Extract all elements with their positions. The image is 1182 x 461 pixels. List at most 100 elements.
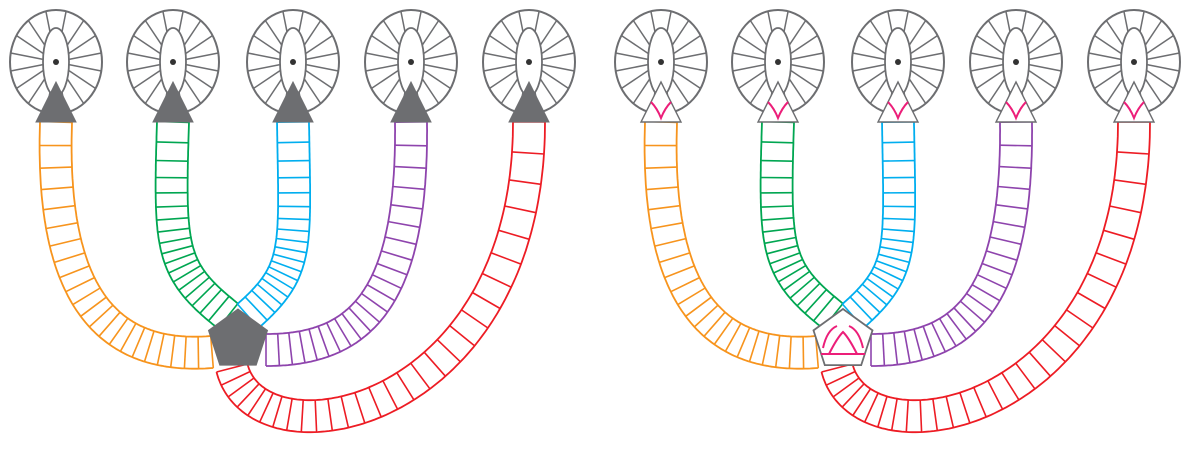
green-strand-panel-right-rung <box>761 206 793 207</box>
red-strand-panel-right-rung <box>1002 373 1019 400</box>
red-strand-panel-left-rung <box>505 206 536 213</box>
head-3-panel-left-center-dot <box>290 59 296 65</box>
red-strand-panel-left-rung <box>260 393 273 422</box>
red-strand-panel-left-rail-a <box>248 122 514 400</box>
red-strand-panel-left-rung <box>437 340 460 362</box>
orange-strand-panel-right-rung <box>665 266 695 278</box>
red-strand-panel-left-rung <box>397 373 414 400</box>
cyan-strand-panel-left-rung <box>277 229 309 231</box>
orange-strand-panel-right-rung <box>678 288 705 305</box>
head-4-panel-left-center-dot <box>408 59 414 65</box>
cyan-strand-panel-left-rung <box>262 278 288 297</box>
cyan-strand-panel-left-rung <box>273 254 304 262</box>
orange-strand-panel-right-rung <box>776 336 780 368</box>
purple-strand-panel-left-rung <box>327 323 341 352</box>
red-strand-panel-right-rung <box>865 393 878 422</box>
purple-strand-panel-left-rung <box>309 329 317 360</box>
head-2-panel-right <box>732 10 824 122</box>
orange-strand-panel-right-rung <box>659 253 690 263</box>
green-strand-panel-right <box>761 122 843 329</box>
cyan-strand-panel-right-rail-b <box>864 122 916 328</box>
red-strand-panel-right-rung <box>960 393 970 423</box>
green-strand-panel-left <box>156 122 238 329</box>
purple-strand-panel-right <box>871 122 1032 366</box>
green-strand-panel-left-rung <box>160 238 191 244</box>
head-4-panel-right-center-dot <box>1013 59 1019 65</box>
purple-strand-panel-left-rung <box>289 333 293 365</box>
orange-strand-panel-right-rung <box>648 206 680 210</box>
red-strand-panel-left-rung <box>369 387 381 417</box>
orange-strand-panel-right-rung <box>762 334 769 365</box>
purple-strand-panel-right-rung <box>993 222 1025 228</box>
orange-strand-panel-right-rung <box>803 337 804 369</box>
green-strand-panel-right-rung <box>763 228 795 232</box>
cyan-strand-panel-left-rung <box>278 218 310 219</box>
green-strand-panel-left-rung <box>156 206 188 207</box>
purple-strand-panel-left-rung <box>385 237 416 244</box>
purple-strand-panel-left-rung <box>393 187 425 190</box>
red-strand-panel-right-rung <box>906 400 908 432</box>
cyan-strand-panel-right-rung <box>881 239 913 243</box>
cyan-strand-panel-right-rung <box>883 218 915 219</box>
purple-strand-panel-right-rung <box>999 167 1031 169</box>
cyan-strand-panel-right-rung <box>880 247 912 253</box>
red-strand-panel-right-rung <box>1087 274 1116 288</box>
red-strand-panel-left-rung <box>472 293 500 309</box>
red-strand-panel-left-rung <box>341 396 348 427</box>
hub-panel-right-pentagon <box>814 309 873 365</box>
red-strand-panel-right-rung <box>892 399 897 431</box>
red-strand-panel-right-rung <box>1117 152 1149 154</box>
panel-left <box>10 10 575 432</box>
head-3-panel-left <box>247 10 339 122</box>
red-strand-panel-left-rung <box>411 363 430 389</box>
purple-strand-panel-left-rung <box>318 326 329 356</box>
purple-strand-panel-left-rung <box>278 334 280 366</box>
purple-strand-panel-right-rung <box>972 285 1000 301</box>
hub-panel-right <box>814 309 873 365</box>
red-strand-panel-left-rung <box>509 180 541 184</box>
red-strand-panel-right-rung <box>1096 253 1126 264</box>
head-2-panel-left <box>127 10 219 122</box>
green-strand-panel-left-rung <box>179 271 205 290</box>
cyan-strand-panel-left-rung <box>277 142 309 143</box>
red-strand-panel-right-rung <box>1114 180 1146 184</box>
red-strand-panel-right-rung <box>1055 326 1080 346</box>
cyan-strand-panel-right-rung <box>867 278 893 297</box>
purple-strand-panel-right-rung <box>904 331 910 363</box>
orange-strand-panel-left-rung <box>54 253 85 263</box>
cyan-strand-panel-right-rung <box>857 290 880 312</box>
head-5-panel-right <box>1088 10 1180 122</box>
orange-strand-panel-left-rung <box>198 337 199 369</box>
orange-strand-panel-left-rung <box>40 167 72 168</box>
red-strand-panel-right-rung <box>974 387 986 417</box>
cyan-strand-panel-right-rung <box>862 284 887 305</box>
purple-strand-panel-right-rung <box>996 205 1028 209</box>
red-strand-panel-left-rung <box>315 400 316 432</box>
head-1-panel-left-center-dot <box>53 59 59 65</box>
cyan-strand-panel-left-rung <box>278 161 310 162</box>
green-strand-panel-left-rung <box>157 218 189 220</box>
orange-strand-panel-left-rung <box>145 331 155 362</box>
green-strand-panel-right-rung <box>761 142 793 143</box>
head-3-panel-right-center-dot <box>895 59 901 65</box>
red-strand-panel-left-rung <box>499 230 530 239</box>
orange-strand-panel-right-rung <box>750 331 760 362</box>
orange-strand-panel-left-rung <box>46 223 78 229</box>
orange-strand-panel-right-rung <box>646 187 678 190</box>
purple-strand-panel-right-rung <box>923 326 934 356</box>
hub-panel-left-pentagon <box>209 309 268 365</box>
purple-strand-panel-left <box>266 122 427 366</box>
purple-strand-panel-right-rail-b <box>871 122 1032 366</box>
purple-strand-panel-left-rung <box>391 205 423 209</box>
red-strand-panel-left-rung <box>512 152 544 154</box>
cyan-strand-panel-left <box>237 122 310 328</box>
purple-strand-panel-right-rung <box>1000 145 1032 146</box>
head-5-panel-left-center-dot <box>526 59 532 65</box>
head-3-panel-right <box>852 10 944 122</box>
red-strand-panel-left-rung <box>491 253 521 264</box>
red-strand-panel-right-rung <box>946 396 953 427</box>
purple-strand-panel-left-rung <box>388 222 420 228</box>
green-strand-panel-right-rung <box>790 277 814 298</box>
orange-strand-panel-left-rung <box>120 323 135 351</box>
red-strand-panel-left-rung <box>287 399 292 431</box>
